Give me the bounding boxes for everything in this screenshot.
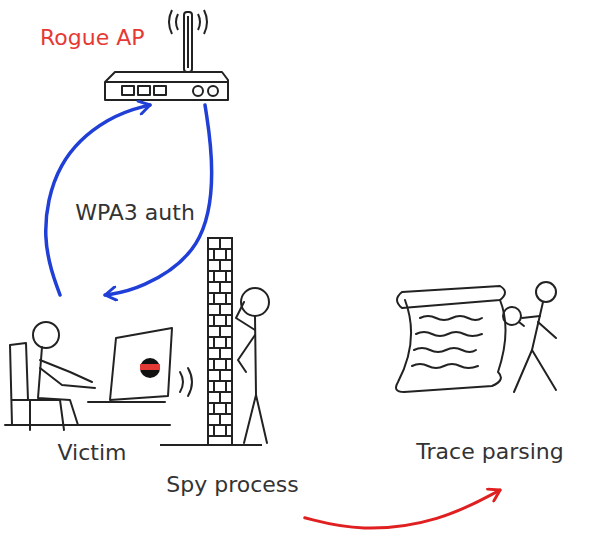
- spy-figure: [236, 302, 255, 330]
- brick-wall: [225, 403, 227, 414]
- brick-wall: [213, 425, 215, 436]
- router-drawing: [204, 10, 207, 34]
- brick-wall: [225, 293, 227, 304]
- brick-wall: [219, 260, 221, 271]
- scroll-drawing: [396, 300, 506, 392]
- brick-wall: [219, 326, 221, 337]
- router-drawing: [105, 81, 228, 83]
- brick-wall: [225, 381, 227, 392]
- victim-figure: [88, 401, 165, 403]
- router-drawing: [208, 86, 218, 96]
- ninja-icon: [140, 358, 160, 378]
- brick-wall: [219, 348, 221, 359]
- victim-node: Victim: [17, 295, 167, 465]
- brick-wall: [225, 271, 227, 282]
- victim-figure: [10, 343, 28, 425]
- node-label: Rogue AP: [40, 25, 145, 50]
- spy-figure: [244, 395, 267, 443]
- analyst-figure: [538, 322, 556, 338]
- router-drawing: [187, 16, 189, 68]
- brick-wall: [213, 359, 215, 370]
- brick-wall: [213, 337, 215, 348]
- analyst-figure: [503, 282, 556, 392]
- brick-wall: [225, 359, 227, 370]
- victim-figure: [110, 328, 172, 400]
- victim-figure: [5, 322, 192, 430]
- brick-wall: [160, 238, 262, 445]
- router-drawing: [198, 14, 200, 30]
- router-drawing: [169, 10, 172, 34]
- scroll-drawing: [416, 332, 482, 336]
- analyst-figure: [519, 322, 524, 326]
- brick-wall: [213, 381, 215, 392]
- trace-node: Trace parsing: [395, 280, 585, 490]
- scroll-drawing: [412, 364, 478, 368]
- victim-figure: [33, 322, 59, 348]
- router-drawing: [105, 72, 228, 100]
- spy-figure: [236, 288, 269, 443]
- connector-arrow: [305, 490, 500, 528]
- brick-wall: [225, 337, 227, 348]
- victim-figure: [40, 360, 92, 382]
- brick-wall: [219, 392, 221, 403]
- brick-wall: [219, 414, 221, 425]
- brick-wall: [219, 282, 221, 293]
- node-label: Spy process: [166, 472, 298, 497]
- analyst-figure: [514, 350, 556, 392]
- brick-wall: [213, 403, 215, 414]
- spy-figure: [255, 316, 256, 395]
- analyst-figure: [522, 316, 540, 318]
- spy-figure: [241, 288, 269, 316]
- scroll-drawing: [414, 348, 476, 352]
- router-drawing: [138, 86, 150, 95]
- brick-wall: [208, 435, 232, 437]
- brick-wall: [225, 425, 227, 436]
- protocol-label: WPA3 auth: [71, 200, 199, 225]
- brick-wall: [208, 238, 232, 445]
- router-drawing: [184, 12, 192, 72]
- router-node: Rogue AP: [35, 5, 235, 105]
- brick-wall: [225, 315, 227, 326]
- brick-wall: [225, 249, 227, 260]
- node-label: Victim: [58, 440, 127, 465]
- router-drawing: [122, 86, 134, 95]
- victim-figure: [40, 368, 95, 388]
- victim-figure: [5, 424, 170, 426]
- node-label: Trace parsing: [416, 439, 563, 464]
- router-drawing: [154, 86, 166, 95]
- scroll-drawing: [396, 286, 506, 392]
- brick-wall: [219, 304, 221, 315]
- brick-wall: [213, 293, 215, 304]
- ninja-icon: [140, 358, 160, 378]
- ninja-icon: [140, 364, 160, 370]
- scroll-drawing: [420, 316, 482, 320]
- brick-wall: [213, 249, 215, 260]
- brick-wall: [219, 238, 221, 249]
- scroll-drawing: [397, 286, 505, 308]
- brick-wall: [213, 315, 215, 326]
- brick-wall: [160, 444, 262, 446]
- router-drawing: [176, 14, 178, 30]
- analyst-figure: [536, 282, 556, 302]
- victim-figure: [180, 368, 192, 396]
- brick-wall: [219, 370, 221, 381]
- brick-wall: [213, 271, 215, 282]
- spy-figure: [238, 335, 255, 372]
- spy-node: Spy process: [160, 285, 304, 525]
- router-drawing: [105, 10, 228, 100]
- router-drawing: [193, 86, 203, 96]
